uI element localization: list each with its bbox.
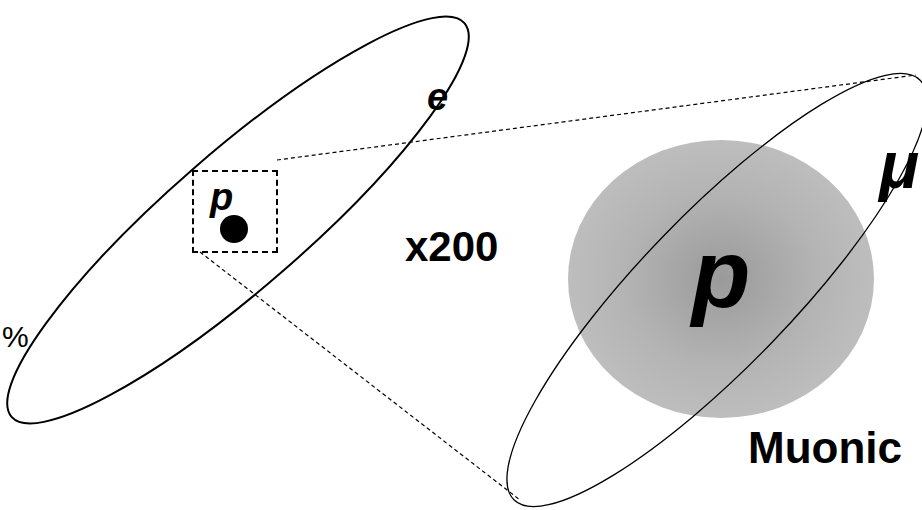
zoom-box: p	[192, 170, 278, 253]
fragment-label: %	[2, 322, 29, 352]
electron-orbit	[0, 0, 509, 468]
zoom-line	[277, 75, 916, 160]
magnification-label: x200	[405, 226, 498, 268]
proton-label: p	[692, 226, 751, 322]
muon-orbit	[459, 27, 922, 510]
zoom-line	[200, 252, 520, 500]
muon-label: μ	[879, 132, 919, 198]
proton-dot	[220, 215, 248, 243]
electron-label: e	[427, 78, 448, 116]
proton-label: p	[210, 178, 233, 216]
title-label: Muonic	[748, 426, 902, 470]
